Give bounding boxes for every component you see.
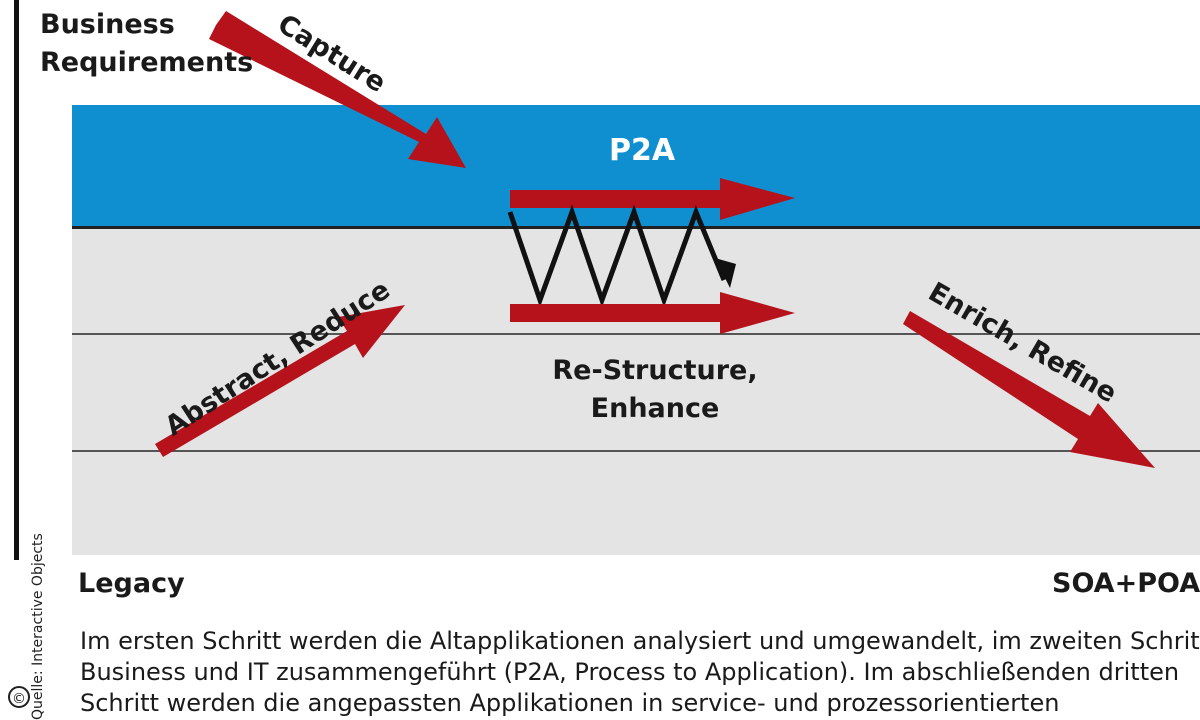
soa-poa-label: SOA+POA — [1052, 568, 1200, 599]
capture-arrow — [209, 11, 466, 168]
abstract-reduce-arrow — [155, 305, 405, 457]
caption-line: Im ersten Schritt werden die Altapplikat… — [80, 627, 1200, 655]
figure-caption: Im ersten Schritt werden die Altapplikat… — [80, 626, 1200, 719]
grid-line-2 — [72, 450, 1200, 452]
copyright-icon: © — [8, 686, 30, 708]
source-credit: Quelle: Interactive Objects — [30, 533, 46, 720]
restructure-zigzag — [507, 204, 727, 308]
grid-line-1 — [72, 333, 1200, 335]
band-divider — [72, 226, 1200, 229]
enrich-refine-arrow — [903, 311, 1155, 468]
caption-line: Business und IT zusammengeführt (P2A, Pr… — [80, 658, 1180, 686]
left-frame-line — [14, 0, 19, 560]
business-requirements-label: Business Requirements — [40, 9, 254, 78]
caption-line: Schritt werden die angepassten Applikati… — [80, 689, 1060, 717]
p2a-top-arrow — [510, 178, 795, 220]
restructure-enhance-label: Re-Structure, Enhance — [552, 355, 758, 424]
legacy-label: Legacy — [78, 568, 185, 599]
p2a-bottom-arrow — [510, 292, 795, 334]
p2a-label: P2A — [609, 133, 676, 168]
zigzag-arrowhead — [715, 258, 736, 288]
